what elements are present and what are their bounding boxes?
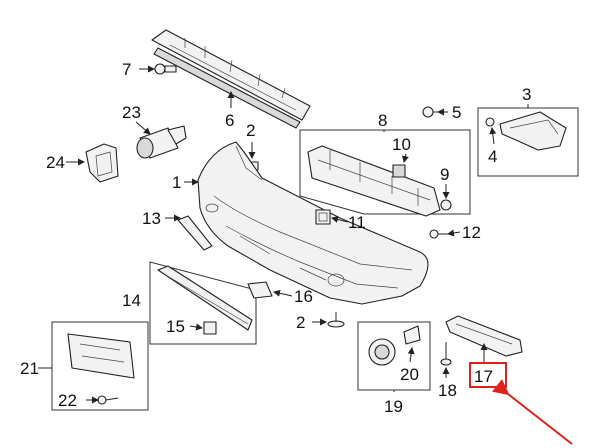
callout-8: 8 xyxy=(378,111,387,130)
callout-7: 7 xyxy=(122,60,131,79)
part-22-screw xyxy=(97,395,119,405)
part-7-bolt xyxy=(154,63,177,75)
leader-lines xyxy=(38,65,529,404)
callout-3: 3 xyxy=(522,85,531,104)
callout-4: 4 xyxy=(488,147,497,166)
part-2-fastener-lower xyxy=(327,312,345,328)
callout-15: 15 xyxy=(166,317,185,336)
callout-19: 19 xyxy=(384,397,403,416)
part-3-bracket-group xyxy=(477,107,579,177)
part-14-grille-group xyxy=(149,261,257,345)
callout-2-lower: 2 xyxy=(296,313,305,332)
highlight-arrow xyxy=(492,379,573,445)
part-12-bolt xyxy=(429,229,450,239)
callout-6: 6 xyxy=(225,111,234,130)
callout-labels: 7 6 2 23 24 1 8 10 9 11 12 5 3 4 13 16 1… xyxy=(20,60,531,416)
callout-9: 9 xyxy=(440,165,449,184)
part-19-bezel-group xyxy=(357,321,431,391)
callout-11: 11 xyxy=(348,213,366,232)
callout-5: 5 xyxy=(452,103,461,122)
callout-23: 23 xyxy=(122,103,141,122)
callout-16: 16 xyxy=(294,287,313,306)
callout-10: 10 xyxy=(392,135,411,154)
callout-12: 12 xyxy=(462,223,481,242)
callout-13: 13 xyxy=(142,209,161,228)
callout-20: 20 xyxy=(400,365,419,384)
part-11-clip xyxy=(315,209,331,225)
part-24-sensor-bracket xyxy=(85,143,119,183)
part-5-screw xyxy=(422,106,444,118)
highlight-box xyxy=(469,362,507,388)
part-16-clip xyxy=(247,281,273,299)
callout-21: 21 xyxy=(20,359,39,378)
callout-24: 24 xyxy=(46,153,65,172)
part-17-end-cap[interactable] xyxy=(445,315,523,357)
part-6-reinforcement-beam xyxy=(151,29,311,129)
part-21-plate-group xyxy=(51,321,149,411)
part-13-strip xyxy=(177,215,213,251)
highlight-annotation xyxy=(469,362,573,445)
callout-14: 14 xyxy=(122,291,141,310)
callout-17[interactable]: 17 xyxy=(474,367,493,386)
callout-2-upper: 2 xyxy=(246,121,255,140)
part-9-clip xyxy=(440,199,452,211)
callout-18: 18 xyxy=(438,381,457,400)
callout-22: 22 xyxy=(58,391,77,410)
part-15-clip xyxy=(203,321,217,335)
callout-1: 1 xyxy=(172,173,181,192)
part-18-bolt xyxy=(440,342,452,366)
part-1-bumper-cover xyxy=(197,141,429,305)
part-8-absorber-group xyxy=(299,129,471,217)
part-20-clip xyxy=(403,325,421,345)
part-23-sensor xyxy=(136,125,187,159)
